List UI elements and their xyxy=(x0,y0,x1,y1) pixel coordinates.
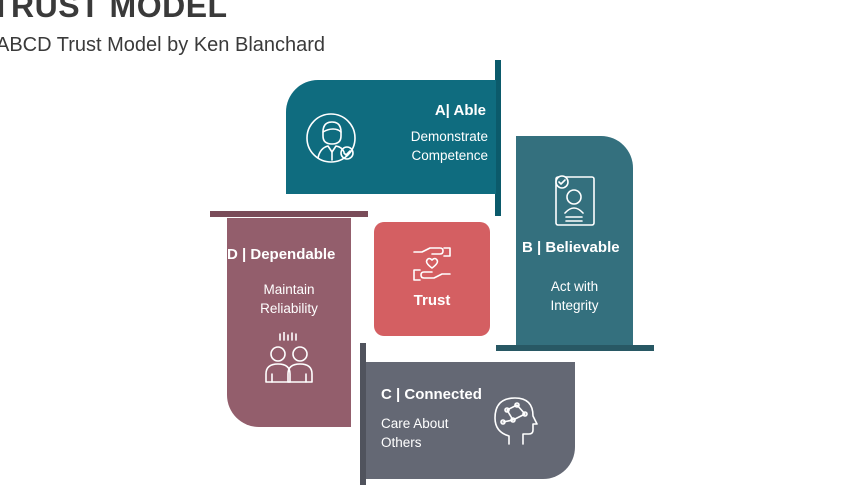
quadrant-able: A| Able Demonstrate Competence xyxy=(286,80,496,194)
team-people-icon xyxy=(262,332,318,386)
believable-description: Act with Integrity xyxy=(516,277,633,315)
handshake-heart-icon xyxy=(412,244,452,286)
slide-subtitle: ABCD Trust Model by Ken Blanchard xyxy=(0,34,326,56)
quadrant-dependable: D | Dependable Maintain Reliability xyxy=(227,218,351,427)
accent-bar-dependable xyxy=(210,211,368,217)
accent-bar-able xyxy=(495,60,501,216)
able-desc-line-1: Demonstrate xyxy=(410,129,488,144)
quadrant-connected: C | Connected Care About Others xyxy=(366,362,575,479)
businessman-check-icon xyxy=(306,112,360,166)
able-description: Demonstrate Competence xyxy=(411,127,488,165)
dependable-desc-line-1: Maintain xyxy=(263,282,315,297)
profile-document-check-icon xyxy=(552,173,598,229)
connected-desc-line-2: Others xyxy=(381,435,422,450)
connected-description: Care About Others xyxy=(381,414,449,452)
head-network-icon xyxy=(487,392,541,448)
believable-desc-line-2: Integrity xyxy=(550,298,599,313)
dependable-desc-line-2: Reliability xyxy=(260,301,318,316)
able-desc-line-2: Competence xyxy=(411,148,488,163)
quadrant-believable: B | Believable Act with Integrity xyxy=(516,136,633,345)
accent-bar-connected xyxy=(360,343,366,485)
trust-label: Trust xyxy=(413,292,451,309)
connected-desc-line-1: Care About xyxy=(381,416,449,431)
dependable-description: Maintain Reliability xyxy=(227,280,351,318)
trust-center-card: Trust xyxy=(374,222,490,336)
believable-heading: B | Believable xyxy=(522,239,620,256)
accent-bar-believable xyxy=(496,345,654,351)
able-heading: A| Able xyxy=(434,102,486,119)
connected-heading: C | Connected xyxy=(381,386,482,403)
dependable-heading: D | Dependable xyxy=(227,246,336,263)
believable-desc-line-1: Act with xyxy=(550,279,599,294)
slide-title: TRUST MODEL xyxy=(0,0,228,24)
